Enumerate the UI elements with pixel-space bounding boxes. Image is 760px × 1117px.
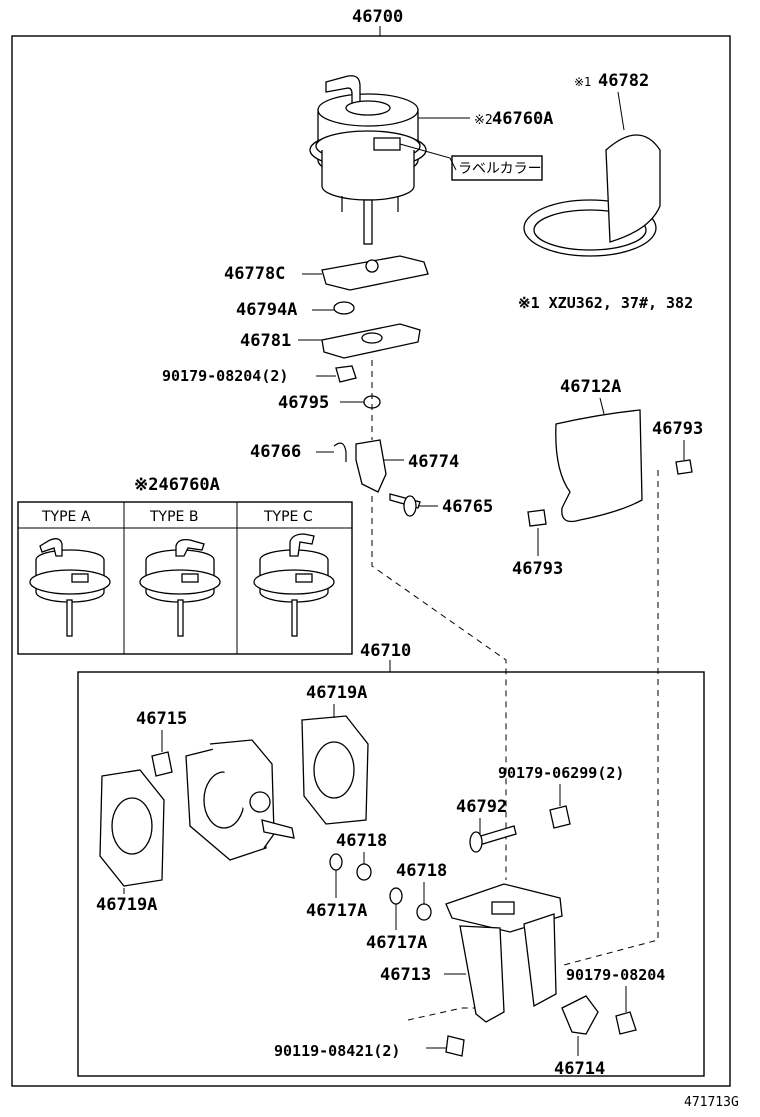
washer-46718-top-drawing (356, 863, 372, 881)
bolt-46793-bottom-drawing (527, 509, 547, 527)
type-c-actuator-drawing (253, 533, 335, 637)
grommet-46794A-drawing (333, 301, 355, 315)
type-table-title: ※246760A (134, 475, 220, 495)
connector-dash-left (371, 496, 507, 880)
type-b-actuator-drawing (139, 538, 221, 637)
part-label-46718-top: 46718 (336, 831, 387, 851)
type-a-actuator-drawing (29, 538, 111, 637)
bolt-46793-top-drawing (675, 459, 693, 475)
part-label-46765: 46765 (442, 497, 493, 517)
gasket-46719A-top-bore (313, 741, 355, 799)
heat-shield-46782-drawing (523, 134, 661, 257)
part-label-46715: 46715 (136, 709, 187, 729)
leader-label-collar (399, 143, 457, 171)
bracket-46714-drawing (561, 995, 599, 1035)
part-label-90179-08204-2: 90179-08204(2) (162, 367, 288, 385)
gasket-46719A-bottom-bore (111, 797, 153, 855)
label-collar-text: ラベルカラー (458, 161, 542, 177)
plate-hole (365, 259, 379, 273)
plate-46778C-drawing (321, 255, 429, 291)
part-label-46718-bottom: 46718 (396, 861, 447, 881)
washer-46718-bottom-drawing (416, 903, 432, 921)
part-label-46793-bottom: 46793 (512, 559, 563, 579)
nut-90179-08204-drawing (335, 365, 357, 383)
part-label-46719A-bottom: 46719A (96, 895, 157, 915)
part-label-46717A-bottom: 46717A (366, 933, 427, 953)
nut-90179-06299-drawing (549, 805, 571, 829)
gasket-hole (361, 332, 383, 344)
exhaust-brake-valve-body-drawing (185, 739, 295, 861)
pin-46765-head (403, 495, 417, 517)
part-label-46782-mark: ※1 (574, 75, 591, 89)
nut-90179-08204-drawing (615, 1011, 637, 1035)
pin-46766-drawing (333, 442, 347, 462)
washer-46717A-bottom-drawing (389, 887, 403, 905)
washer-46717A-top-drawing (329, 853, 343, 871)
sub-assembly-frame (77, 671, 705, 1077)
part-label-46795: 46795 (278, 393, 329, 413)
figure-code: 471713G (684, 1095, 739, 1110)
part-label-46766: 46766 (250, 442, 301, 462)
part-label-90179-08204: 90179-08204 (566, 966, 665, 984)
type-table-frame (17, 501, 353, 655)
sub-assembly-number-label: 46710 (360, 641, 411, 661)
part-label-90179-06299-2: 90179-06299(2) (498, 764, 624, 782)
part-label-46713: 46713 (380, 965, 431, 985)
part-label-46782: 46782 (598, 71, 649, 91)
note-1-text: ※1 XZU362, 37#, 382 (518, 294, 693, 312)
bracket-46713-drawing (445, 883, 563, 1023)
label-collar-box (451, 155, 543, 181)
part-label-46719A-top: 46719A (306, 683, 367, 703)
assembly-number-label: 46700 (352, 7, 403, 27)
part-label-46760A-mark: ※2 (474, 113, 493, 128)
part-label-46794A: 46794A (236, 300, 297, 320)
actuator-46760A-drawing (309, 75, 427, 245)
part-label-46774: 46774 (408, 452, 459, 472)
connector-dash-right (559, 470, 659, 967)
leader-46782 (617, 91, 625, 131)
bolt-46792-head (469, 831, 483, 853)
bracket-46712A-drawing (555, 409, 643, 523)
part-label-46792: 46792 (456, 797, 507, 817)
assembly-frame (11, 35, 731, 1087)
clevis-46774-drawing (355, 439, 387, 493)
type-a-label: TYPE A (41, 509, 91, 525)
part-label-46778C: 46778C (224, 264, 285, 284)
part-label-46714: 46714 (554, 1059, 605, 1079)
part-label-46781: 46781 (240, 331, 291, 351)
bolt-90119-08421-drawing (445, 1035, 465, 1057)
part-label-46717A-top: 46717A (306, 901, 367, 921)
type-c-label: TYPE C (263, 509, 313, 525)
leader-46712A (599, 397, 605, 415)
sleeve-46715-drawing (151, 751, 173, 777)
part-label-46760A: 46760A (492, 109, 553, 129)
part-label-46793-top: 46793 (652, 419, 703, 439)
part-label-90119-08421-2: 90119-08421(2) (274, 1042, 400, 1060)
part-label-46712A: 46712A (560, 377, 621, 397)
type-b-label: TYPE B (149, 509, 198, 525)
